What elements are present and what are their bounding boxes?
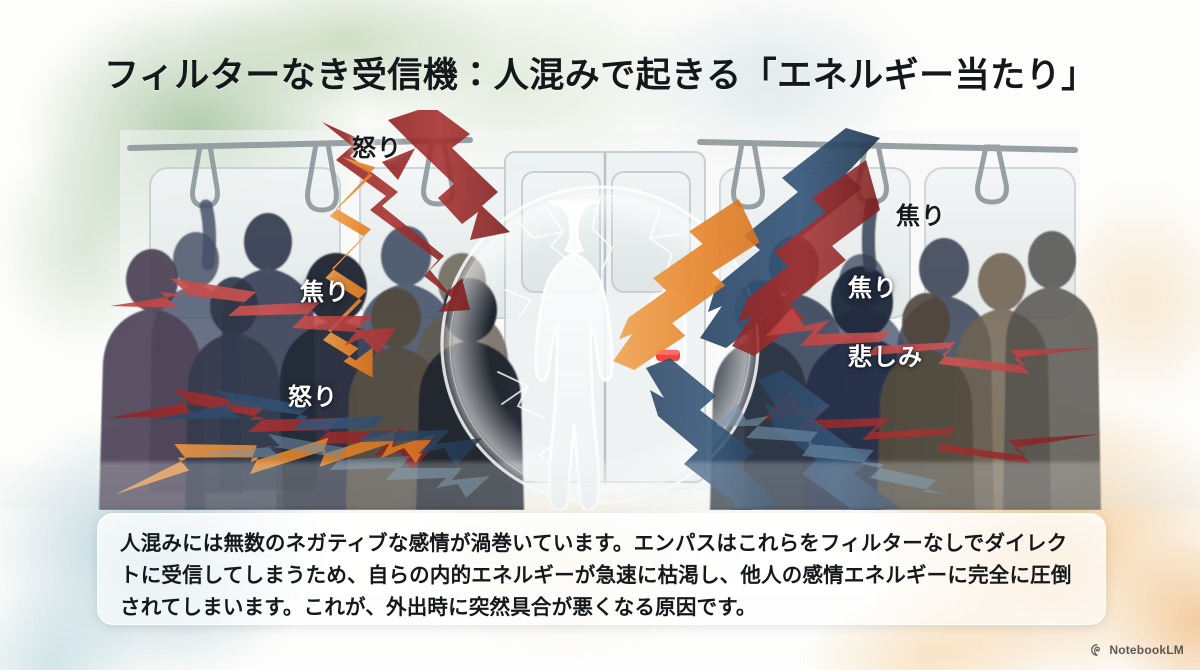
empath-silhouette <box>534 200 614 510</box>
emotion-label-4: 焦り <box>848 275 898 302</box>
illustration-scene <box>0 110 1200 510</box>
notebooklm-spiral-icon <box>1090 643 1104 657</box>
notebooklm-brand-label: NotebookLM <box>1109 643 1184 657</box>
page-title: フィルターなき受信機：人混みで起きる「エネルギー当たり」 <box>104 56 1097 95</box>
caption-panel: 人混みには無数のネガティブな感情が渦巻いています。エンパスはこれらをフィルターな… <box>97 513 1106 625</box>
emotion-label-5: 悲しみ <box>848 344 923 371</box>
notebooklm-footer: NotebookLM <box>1090 643 1184 657</box>
emotion-label-1: 焦り <box>300 279 350 306</box>
emotion-label-3: 焦り <box>896 203 946 230</box>
emotion-label-2: 怒り <box>288 384 338 411</box>
emotion-label-0: 怒り <box>352 135 402 162</box>
caption-text: 人混みには無数のネガティブな感情が渦巻いています。エンパスはこれらをフィルターな… <box>120 532 1072 619</box>
